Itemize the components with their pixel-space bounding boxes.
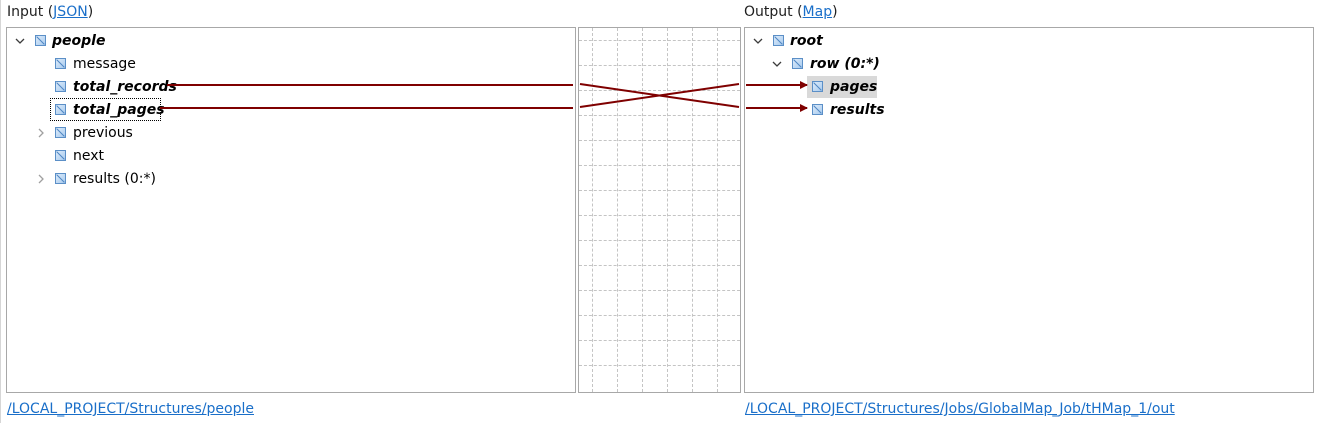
node-label: root [790,33,823,49]
element-icon [773,35,784,46]
element-icon [55,173,66,184]
node-label: pages [830,79,878,95]
node-label: results (0:*) [73,171,156,187]
tree-node-root[interactable]: root [745,30,1305,52]
tree-node-row[interactable]: row (0:*) [745,53,1305,75]
tree-node-total-records[interactable]: total_records [7,76,567,98]
node-label: next [73,148,105,164]
element-icon [55,127,66,138]
grid-line [667,28,668,392]
chevron-right-icon[interactable] [35,122,47,144]
tree-node-next[interactable]: next [7,145,567,167]
element-icon [812,81,823,92]
node-label: people [52,33,106,49]
node-label: results [830,102,885,118]
tree-node-results-out[interactable]: results [745,99,1305,121]
output-header-suffix: ) [832,4,838,20]
chevron-down-icon[interactable] [14,30,26,52]
grid-line [642,28,643,392]
selection-highlight [807,76,877,98]
grid-line [579,265,740,266]
focus-indicator [50,98,161,121]
element-icon [55,81,66,92]
element-icon [792,58,803,69]
grid-line [579,190,740,191]
chevron-right-icon[interactable] [35,168,47,190]
grid-line [579,65,740,66]
grid-line [579,290,740,291]
mapping-canvas[interactable] [578,27,741,393]
grid-line [617,28,618,392]
input-header: Input (JSON) [7,4,93,20]
output-header: Output (Map) [744,4,838,20]
input-structure-path-link[interactable]: /LOCAL_PROJECT/Structures/people [7,401,254,417]
tree-node-pages[interactable]: pages [745,76,1305,98]
grid-line [579,365,740,366]
node-label: row (0:*) [810,56,880,72]
tree-node-previous[interactable]: previous [7,122,567,144]
tree-node-people[interactable]: people [7,30,567,52]
node-label: total_pages [73,102,165,118]
grid-line [579,115,740,116]
input-header-suffix: ) [87,4,94,20]
element-icon [55,150,66,161]
grid-line [717,28,718,392]
element-icon [812,104,823,115]
input-type-link[interactable]: JSON [53,4,88,20]
tree-node-results[interactable]: results (0:*) [7,168,567,190]
grid-line [579,240,740,241]
node-label: total_records [73,79,177,95]
grid-line [579,315,740,316]
grid-line [592,28,593,392]
grid-line [692,28,693,392]
grid-line [579,90,740,91]
node-label: message [73,56,136,72]
output-structure-path-link[interactable]: /LOCAL_PROJECT/Structures/Jobs/GlobalMap… [745,401,1175,417]
chevron-down-icon[interactable] [752,30,764,52]
input-header-prefix: Input ( [7,4,54,20]
element-icon [35,35,46,46]
grid-line [579,40,740,41]
grid-line [579,140,740,141]
element-icon [55,58,66,69]
output-type-link[interactable]: Map [802,4,833,20]
grid-line [579,165,740,166]
input-tree-panel[interactable]: people message total_records total_pages… [6,27,576,393]
node-label: previous [73,125,133,141]
tree-node-message[interactable]: message [7,53,567,75]
output-tree-panel[interactable]: root row (0:*) pages results [744,27,1314,393]
grid-line [579,340,740,341]
chevron-down-icon[interactable] [771,53,783,75]
tree-node-total-pages[interactable]: total_pages [7,99,567,121]
grid-line [579,215,740,216]
window-edge [0,0,1,423]
output-header-prefix: Output ( [744,4,803,20]
element-icon [55,104,66,115]
